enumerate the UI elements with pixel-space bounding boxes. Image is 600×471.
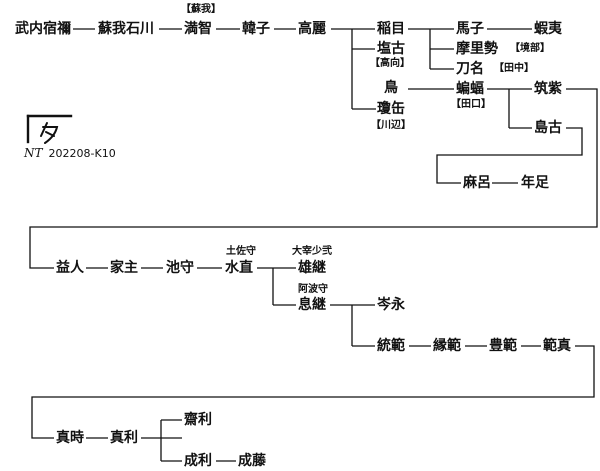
person-saitoshi: 齋利 xyxy=(184,412,212,428)
signature-code: 202208-K10 xyxy=(48,147,116,160)
person-minenaga: 岑永 xyxy=(377,297,405,313)
person-okitsugu: 息継 xyxy=(298,297,326,313)
person-ikemori: 池守 xyxy=(166,260,194,276)
person-emishi: 蝦夷 xyxy=(534,21,562,37)
signature: NT 202208-K10 xyxy=(24,146,116,160)
person-maro: 麻呂 xyxy=(463,175,491,191)
note-kawabe: 【川辺】 xyxy=(371,120,411,131)
person-matoshi: 真利 xyxy=(110,430,138,446)
person-marise: 摩里勢 xyxy=(456,41,498,57)
note-sakaibe: 【境部】 xyxy=(510,43,550,54)
note-takamuki: 【高向】 xyxy=(370,58,410,69)
ta-kana-logo-icon xyxy=(26,114,73,144)
person-yorinori: 縁範 xyxy=(433,338,461,354)
person-taritari: 年足 xyxy=(521,175,549,191)
person-iname: 稲目 xyxy=(377,21,405,37)
signature-initials: NT xyxy=(24,146,43,160)
note-dazai-no-shoni: 大宰少弐 xyxy=(292,246,332,257)
person-norizane: 範真 xyxy=(543,338,571,354)
person-nukaka: 瓊缶 xyxy=(377,101,405,117)
person-kohori: 蝙蝠 xyxy=(456,81,484,97)
person-otsugu: 雄継 xyxy=(298,260,326,276)
person-umako: 馬子 xyxy=(456,21,484,37)
person-takeuchi-no-sukune: 武内宿禰 xyxy=(15,21,71,37)
person-karako: 韓子 xyxy=(242,21,270,37)
person-toyonori: 豊範 xyxy=(489,338,517,354)
person-toname: 刀名 xyxy=(456,61,484,77)
person-matoki: 真時 xyxy=(56,430,84,446)
person-machi: 満智 xyxy=(184,21,212,37)
person-minao: 水直 xyxy=(225,260,253,276)
note-tanaka: 【田中】 xyxy=(494,63,534,74)
person-shimako: 島古 xyxy=(534,120,562,136)
person-naritoshi: 成利 xyxy=(184,453,212,469)
note-awa-no-kami: 阿波守 xyxy=(298,284,328,295)
note-tosa-no-kami: 土佐守 xyxy=(226,246,256,257)
person-koma: 高麗 xyxy=(298,21,326,37)
person-narifuji: 成藤 xyxy=(238,453,266,469)
person-soga-no-ishikawa: 蘇我石川 xyxy=(98,21,154,37)
person-ienushi: 家主 xyxy=(110,260,138,276)
note-soga: 【蘇我】 xyxy=(181,4,221,15)
person-tsukushi: 筑紫 xyxy=(534,81,562,97)
note-taguchi: 【田口】 xyxy=(451,99,491,110)
person-masuhito: 益人 xyxy=(56,260,84,276)
person-tori: 鳥 xyxy=(384,80,398,96)
person-munenori: 統範 xyxy=(377,338,405,354)
person-shioko: 塩古 xyxy=(377,41,405,57)
